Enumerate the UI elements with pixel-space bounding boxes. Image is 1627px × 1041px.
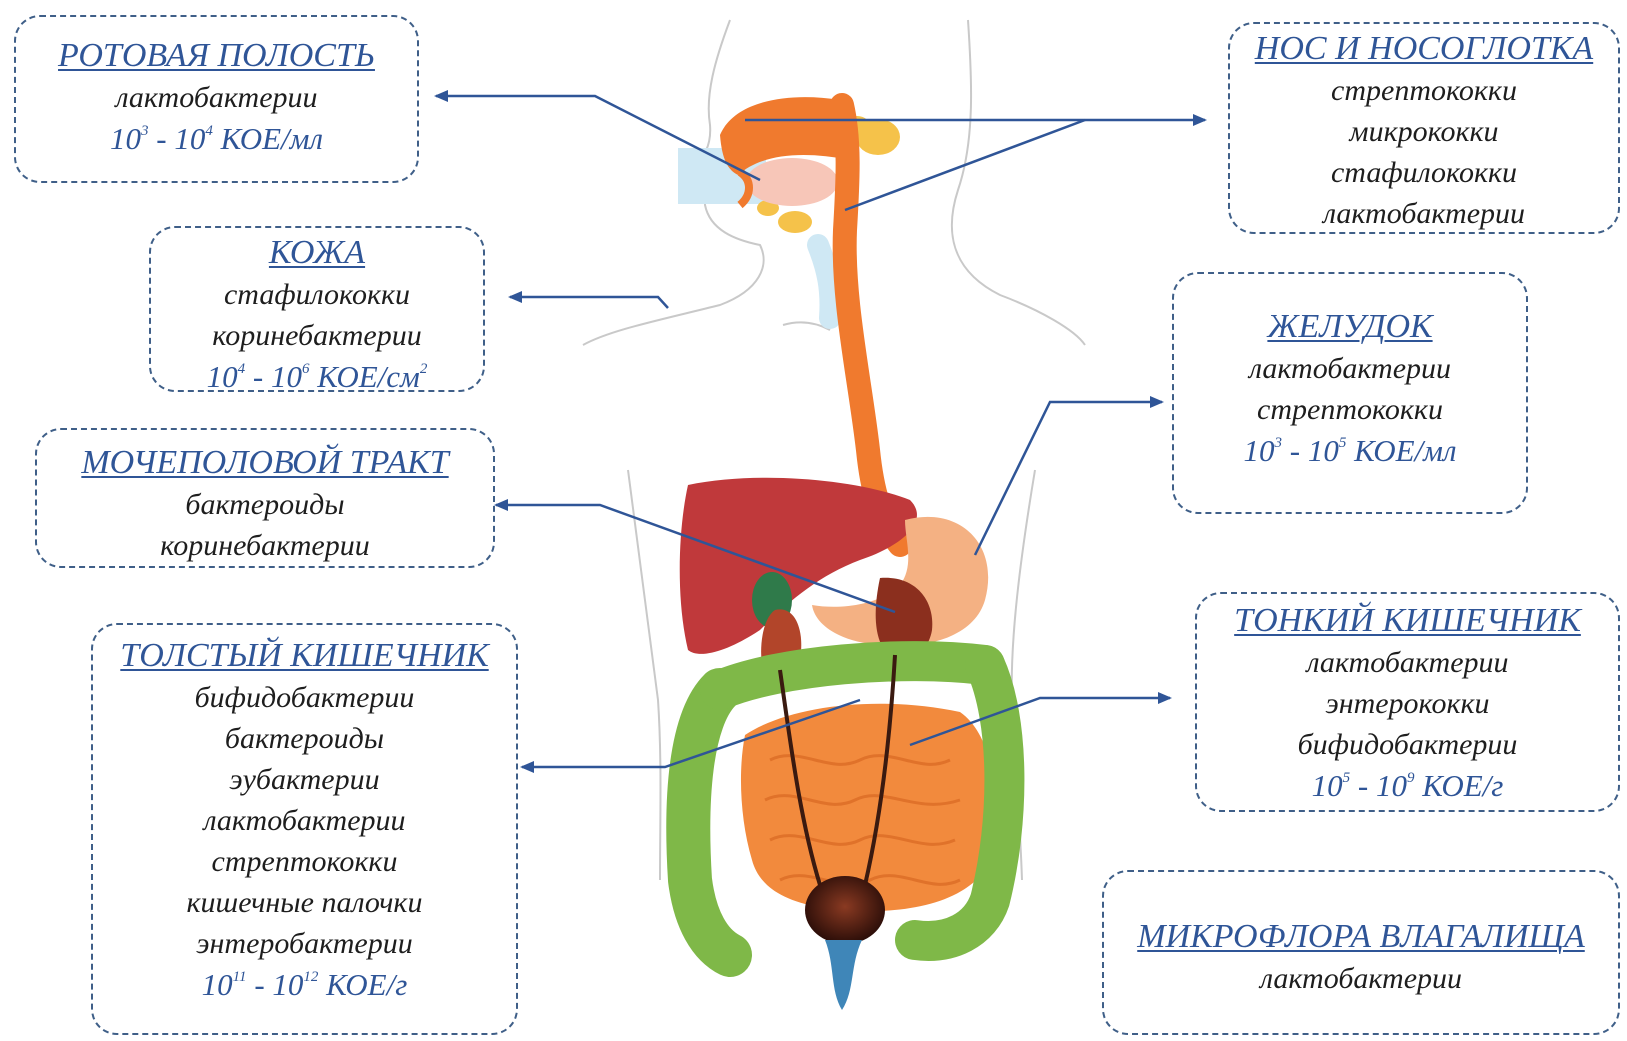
box-nasopharynx: НОС И НОСОГЛОТКА стрептококки микрококки… [1228, 22, 1620, 234]
item-vaginal-1: лактобактерии [1104, 958, 1618, 999]
large-intestine [688, 690, 730, 955]
item-large-intestine-1: бифидобактерии [93, 677, 516, 718]
arrow-stomach [975, 402, 1162, 555]
count-large-intestine: 1011 - 1012 КОЕ/г [93, 964, 516, 1006]
title-stomach: ЖЕЛУДОК [1174, 306, 1526, 348]
item-small-intestine-2: энтерококки [1197, 683, 1618, 724]
item-large-intestine-3: эубактерии [93, 759, 516, 800]
count-oral-cavity: 103 - 104 КОЕ/мл [16, 118, 417, 160]
item-large-intestine-5: стрептококки [93, 841, 516, 882]
item-large-intestine-4: лактобактерии [93, 800, 516, 841]
box-urogenital: МОЧЕПОЛОВОЙ ТРАКТ бактероиды коринебакте… [35, 428, 495, 568]
item-nasopharynx-2: микрококки [1230, 111, 1618, 152]
item-oral-cavity-1: лактобактерии [16, 77, 417, 118]
count-stomach: 103 - 105 КОЕ/мл [1174, 430, 1526, 472]
bladder [805, 876, 885, 944]
title-skin: КОЖА [151, 232, 483, 274]
item-skin-1: стафилококки [151, 274, 483, 315]
item-small-intestine-3: бифидобактерии [1197, 724, 1618, 765]
item-large-intestine-7: энтеробактерии [93, 923, 516, 964]
trachea [818, 245, 831, 318]
item-large-intestine-6: кишечные палочки [93, 882, 516, 923]
count-skin: 104 - 106 КОЕ/см2 [151, 356, 483, 398]
box-skin: КОЖА стафилококки коринебактерии 104 - 1… [149, 226, 485, 392]
box-vaginal: МИКРОФЛОРА ВЛАГАЛИЩА лактобактерии [1102, 870, 1620, 1035]
title-vaginal: МИКРОФЛОРА ВЛАГАЛИЩА [1104, 916, 1618, 958]
title-large-intestine: ТОЛСТЫЙ КИШЕЧНИК [93, 635, 516, 677]
title-urogenital: МОЧЕПОЛОВОЙ ТРАКТ [37, 442, 493, 484]
item-nasopharynx-1: стрептококки [1230, 70, 1618, 111]
large-intestine-transverse [720, 661, 985, 690]
item-nasopharynx-3: стафилококки [1230, 152, 1618, 193]
rectum [825, 940, 862, 1010]
item-urogenital-1: бактероиды [37, 484, 493, 525]
count-small-intestine: 105 - 109 КОЕ/г [1197, 765, 1618, 807]
item-stomach-1: лактобактерии [1174, 348, 1526, 389]
box-small-intestine: ТОНКИЙ КИШЕЧНИК лактобактерии энтерококк… [1195, 592, 1620, 812]
box-large-intestine: ТОЛСТЫЙ КИШЕЧНИК бифидобактерии бактерои… [91, 623, 518, 1035]
box-oral-cavity: РОТОВАЯ ПОЛОСТЬ лактобактерии 103 - 104 … [14, 15, 419, 183]
title-nasopharynx: НОС И НОСОГЛОТКА [1230, 28, 1618, 70]
item-large-intestine-2: бактероиды [93, 718, 516, 759]
item-stomach-2: стрептококки [1174, 389, 1526, 430]
box-stomach: ЖЕЛУДОК лактобактерии стрептококки 103 -… [1172, 272, 1528, 514]
item-small-intestine-1: лактобактерии [1197, 642, 1618, 683]
title-small-intestine: ТОНКИЙ КИШЕЧНИК [1197, 600, 1618, 642]
item-urogenital-2: коринебактерии [37, 525, 493, 566]
arrow-skin [510, 297, 668, 308]
tongue [746, 158, 838, 206]
esophagus [842, 105, 900, 545]
item-skin-2: коринебактерии [151, 315, 483, 356]
item-nasopharynx-4: лактобактерии [1230, 193, 1618, 234]
title-oral-cavity: РОТОВАЯ ПОЛОСТЬ [16, 35, 417, 77]
